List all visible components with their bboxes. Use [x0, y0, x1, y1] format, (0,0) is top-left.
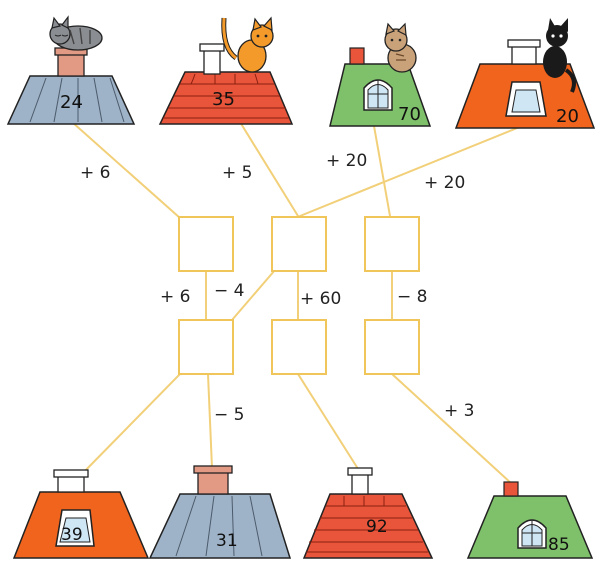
tabby-cat-icon — [384, 22, 417, 73]
line-box-d-to-31 — [207, 373, 213, 469]
window — [55, 509, 95, 547]
answer-box-c[interactable] — [364, 216, 420, 272]
answer-box-a[interactable] — [178, 216, 234, 272]
chimney — [351, 473, 369, 495]
op-label-35: + 5 — [222, 163, 252, 183]
window — [363, 79, 393, 111]
op-label-right-vertical: − 8 — [397, 287, 427, 307]
orange-cat-icon — [221, 16, 274, 73]
chimney — [203, 49, 221, 75]
top-house-4: 20 — [454, 18, 596, 129]
bottom-house-1: 39 — [12, 469, 150, 559]
op-label-middle-vertical: + 60 — [300, 289, 341, 309]
house-number: 20 — [556, 106, 579, 127]
op-label-85: + 3 — [444, 401, 474, 421]
house-number: 70 — [398, 104, 421, 125]
house-number: 24 — [60, 92, 83, 113]
chimney — [57, 475, 85, 493]
black-cat-icon — [543, 18, 576, 93]
answer-box-d[interactable] — [178, 319, 234, 375]
connector-lines — [71, 121, 523, 485]
window — [517, 519, 547, 549]
window — [505, 81, 547, 117]
line-70-to-box-c — [373, 125, 391, 217]
answer-boxes — [178, 216, 420, 375]
roof-red-tiles — [158, 71, 294, 125]
house-number: 92 — [366, 517, 388, 537]
chimney — [349, 47, 365, 65]
top-house-3: 70 — [329, 22, 432, 127]
op-label-70: + 20 — [326, 151, 367, 171]
op-label-left-vertical: + 6 — [160, 287, 190, 307]
bottom-house-2: 31 — [148, 465, 292, 559]
line-box-d-to-39 — [77, 373, 181, 479]
answer-box-e[interactable] — [271, 319, 327, 375]
answer-box-b[interactable] — [271, 216, 327, 272]
operation-labels: + 6 + 5 + 20 + 20 + 6 − 4 + 60 − 8 − 5 +… — [80, 151, 474, 425]
line-35-to-box-b — [239, 121, 299, 217]
bottom-house-4: 85 — [466, 481, 594, 559]
house-number: 31 — [216, 531, 238, 551]
roof-gray — [6, 75, 136, 125]
bottom-house-3: 92 — [302, 467, 434, 559]
sleeping-gray-cat-icon — [49, 15, 103, 51]
roof-gray — [148, 493, 292, 559]
chimney — [197, 471, 229, 495]
line-box-b-to-box-d — [231, 269, 276, 321]
house-number: 85 — [548, 535, 570, 555]
line-24-to-box-a — [71, 121, 181, 219]
line-20-to-box-b — [299, 125, 523, 217]
house-number: 39 — [61, 525, 83, 545]
op-label-middle-diagonal: − 4 — [214, 281, 244, 301]
house-number: 35 — [212, 89, 235, 110]
line-box-e-to-92 — [297, 373, 361, 473]
top-house-2: 35 — [158, 16, 294, 125]
answer-box-f[interactable] — [364, 319, 420, 375]
line-box-f-to-85 — [391, 373, 513, 485]
chimney — [511, 45, 537, 65]
chimney — [503, 481, 519, 497]
op-label-20: + 20 — [424, 173, 465, 193]
op-label-24: + 6 — [80, 163, 110, 183]
op-label-31: − 5 — [214, 405, 244, 425]
top-house-1: 24 — [6, 15, 136, 125]
